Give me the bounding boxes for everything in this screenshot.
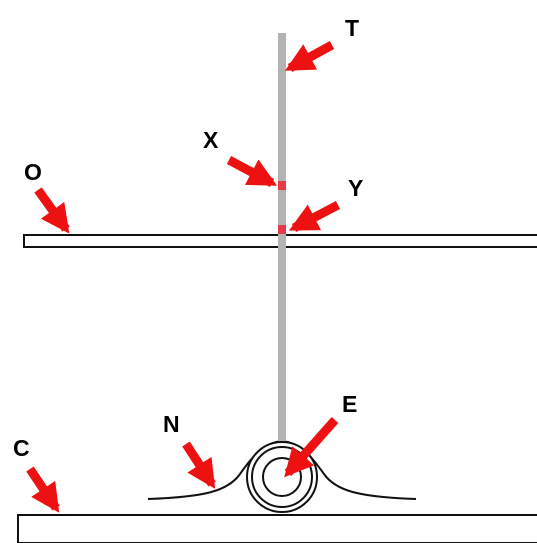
rod-t (278, 33, 286, 443)
marker-y (278, 225, 286, 234)
arrow-x (226, 156, 278, 187)
arrow-e (284, 417, 339, 478)
arrow-t (284, 41, 335, 72)
label-e: E (342, 391, 357, 417)
label-o: O (24, 159, 42, 185)
arrow-c (26, 466, 60, 513)
arrow-n (182, 441, 216, 489)
label-c: C (13, 435, 30, 461)
label-t: T (345, 15, 359, 41)
label-n: N (163, 411, 180, 437)
arrow-o (34, 187, 70, 234)
label-x: X (203, 127, 219, 153)
marker-x (278, 181, 286, 190)
arrow-y (288, 201, 341, 232)
base-c (17, 514, 537, 543)
label-y: Y (348, 175, 363, 201)
